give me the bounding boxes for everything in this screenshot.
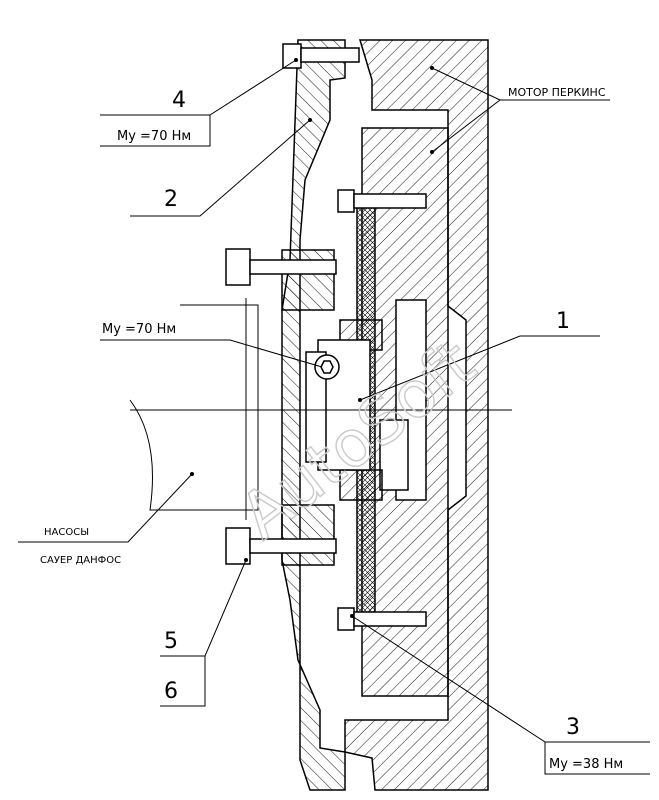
leader-lines xyxy=(18,59,650,775)
flex-disk xyxy=(305,199,383,621)
torque-label-middle: Mу =70 Нм xyxy=(102,322,176,337)
torque-label-top: Mу =70 Нм xyxy=(117,129,191,144)
callout-6: 6 xyxy=(164,679,178,704)
motor-housing xyxy=(344,39,489,791)
pump-outline xyxy=(129,298,259,520)
callout-1: 1 xyxy=(556,309,570,334)
leader-dots xyxy=(190,58,434,618)
torque-label-bottom: Mу =38 Нм xyxy=(549,757,623,772)
pumps-label-line1: НАСОСЫ xyxy=(44,527,89,538)
callout-5: 5 xyxy=(164,629,178,654)
motor-label: МОТОР ПЕРКИНС xyxy=(508,86,606,99)
bolts xyxy=(225,43,427,631)
pumps-label-line2: САУЕР ДАНФОС xyxy=(40,555,121,566)
callout-3: 3 xyxy=(566,715,580,740)
callout-4: 4 xyxy=(172,88,186,113)
callout-2: 2 xyxy=(164,187,178,212)
